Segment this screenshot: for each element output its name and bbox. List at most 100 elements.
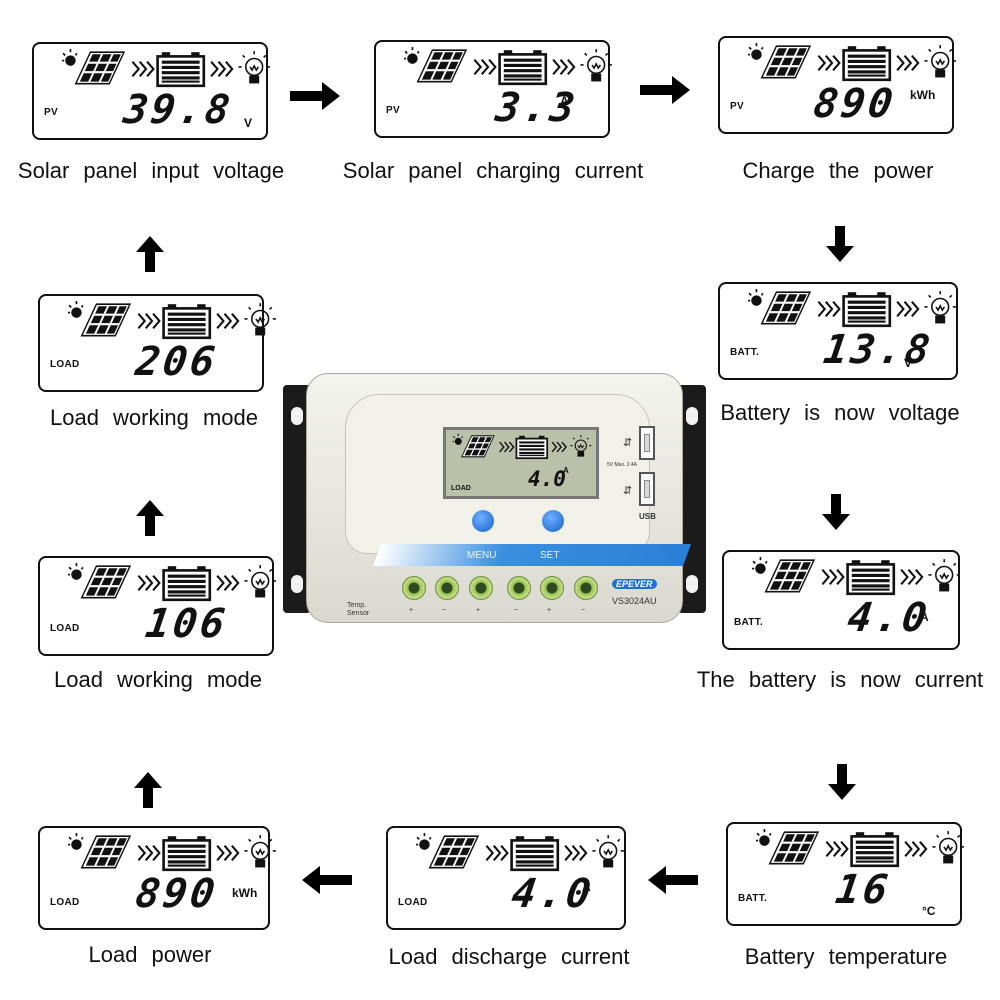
lcd-icons — [66, 562, 278, 602]
arrow-icon — [134, 772, 162, 808]
arrow-icon — [302, 866, 352, 894]
set-button[interactable] — [542, 510, 564, 532]
caption: Charge the power — [742, 158, 934, 183]
display-value: 890 — [132, 871, 221, 917]
terminal-pv-negative[interactable] — [435, 576, 459, 600]
mount-hole — [686, 575, 698, 593]
display-value: 890 — [810, 81, 899, 127]
unit-label: V — [904, 356, 913, 370]
display-batt-current: BATT. 4.0 A — [722, 550, 962, 650]
arrow-icon — [648, 866, 698, 894]
mount-hole — [686, 407, 698, 425]
lcd-icons — [402, 46, 614, 86]
lcd-unit: A — [563, 466, 569, 475]
controller-lcd: 4.0 A LOAD — [443, 427, 599, 499]
lcd-icons — [414, 832, 626, 872]
display-load-energy: LOAD 890 kWh — [38, 826, 278, 930]
unit-label: V — [244, 116, 253, 130]
terminal-load-positive[interactable] — [540, 576, 564, 600]
terminal-label: − — [514, 607, 519, 614]
display-batt-voltage: BATT. 13.8 V — [718, 282, 958, 380]
mode-label: BATT. — [730, 347, 760, 358]
caption: The battery is now current — [696, 667, 984, 692]
arrow-icon — [822, 494, 850, 530]
controller-body: 4.0 A LOAD MENU SET ⇵ ⇵ 5V Max. 2.4A USB… — [306, 373, 692, 623]
unit-label: kWh — [910, 88, 936, 102]
mode-label: LOAD — [50, 359, 80, 370]
lcd-icons — [750, 556, 962, 596]
set-label: SET — [540, 550, 560, 561]
unit-label: A — [920, 610, 929, 624]
usb-label: USB — [639, 512, 656, 521]
display-pv-voltage: PV 39.8 V — [32, 42, 272, 140]
mode-label: LOAD — [50, 897, 80, 908]
mode-label: LOAD — [398, 897, 428, 908]
mode-label: PV — [730, 101, 744, 112]
usb-spec: 5V Max. 2.4A — [607, 462, 638, 468]
usb-icon: ⇵ — [623, 437, 633, 449]
arrow-icon — [136, 236, 164, 272]
display-load-current: LOAD 4.0 A — [386, 826, 626, 930]
usb-icon: ⇵ — [623, 485, 633, 497]
arrow-icon — [826, 226, 854, 262]
blue-stripe — [372, 544, 692, 566]
unit-label: A — [582, 880, 591, 894]
terminal-batt-positive[interactable] — [469, 576, 493, 600]
terminal-label: − — [442, 607, 447, 614]
solar-charge-controller: 4.0 A LOAD MENU SET ⇵ ⇵ 5V Max. 2.4A USB… — [283, 373, 706, 623]
lcd-icons — [60, 48, 272, 88]
unit-label: °C — [922, 904, 936, 918]
temp-sensor-label: Temp. Sensor — [347, 602, 370, 617]
mount-hole — [291, 407, 303, 425]
arrow-icon — [828, 764, 856, 800]
terminal-pv-positive[interactable] — [402, 576, 426, 600]
terminal-load-negative[interactable] — [574, 576, 598, 600]
terminal-label: + — [547, 607, 552, 614]
lcd-icons — [754, 828, 966, 868]
mode-label: LOAD — [50, 623, 80, 634]
mount-hole — [291, 575, 303, 593]
menu-label: MENU — [467, 550, 497, 561]
model-label: VS3024AU — [612, 596, 657, 606]
caption: Load working mode — [53, 667, 262, 692]
terminal-batt-negative[interactable] — [507, 576, 531, 600]
display-batt-temperature: BATT. 16 °C — [726, 822, 966, 926]
caption: Battery is now voltage — [720, 400, 960, 425]
caption: Load working mode — [49, 405, 258, 430]
lcd-icons — [66, 300, 278, 340]
display-pv-current: PV 3.3 A — [374, 40, 614, 138]
caption: Solar panel charging current — [342, 158, 644, 183]
mode-label: BATT. — [734, 617, 764, 628]
arrow-icon — [640, 76, 690, 104]
menu-button[interactable] — [472, 510, 494, 532]
lcd-icons — [746, 288, 958, 328]
lcd-icons — [746, 42, 958, 82]
caption: Load discharge current — [388, 944, 630, 969]
display-value: 206 — [132, 339, 221, 385]
display-load-mode-206: LOAD 206 — [38, 294, 278, 392]
arrow-icon — [136, 500, 164, 536]
mode-label: PV — [386, 105, 400, 116]
display-value: 39.8 — [120, 87, 236, 133]
display-pv-energy: PV 890 kWh — [718, 36, 958, 134]
terminal-label: + — [409, 607, 414, 614]
unit-label: A — [560, 94, 569, 108]
mode-label: BATT. — [738, 893, 768, 904]
mode-label: PV — [44, 107, 58, 118]
unit-label: kWh — [232, 886, 258, 900]
usb-port-2[interactable] — [639, 472, 655, 506]
display-value: 106 — [142, 601, 231, 647]
caption: Battery temperature — [744, 944, 948, 969]
display-value: 13.8 — [820, 327, 936, 373]
display-load-mode-106: LOAD 106 — [38, 556, 278, 656]
lcd-mode: LOAD — [451, 485, 471, 492]
display-value: 16 — [832, 867, 894, 913]
lcd-icons — [66, 832, 278, 872]
terminal-label: + — [476, 607, 481, 614]
arrow-icon — [290, 82, 340, 110]
caption: Load power — [88, 942, 212, 967]
lcd-value: 4.0 — [528, 467, 566, 491]
caption: Solar panel input voltage — [17, 158, 285, 183]
terminal-label: − — [581, 607, 586, 614]
usb-port-1[interactable] — [639, 426, 655, 460]
